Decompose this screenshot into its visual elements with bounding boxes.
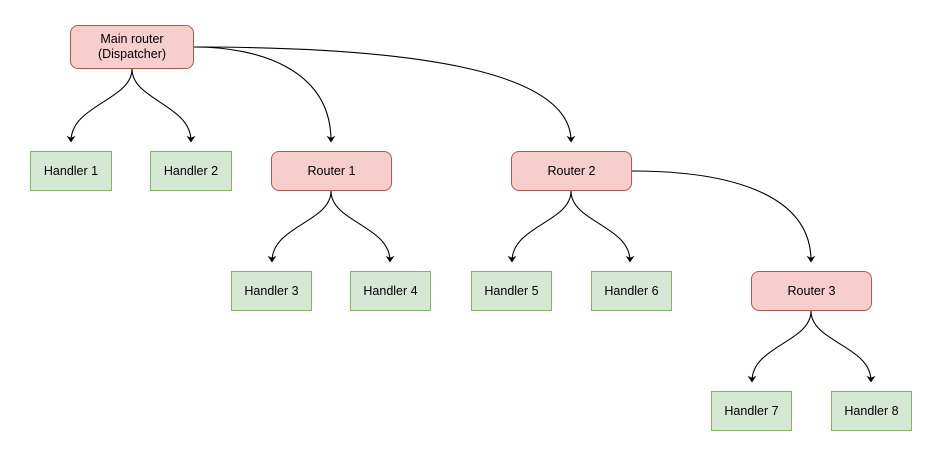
node-label-router-1: Router 1 [307,163,356,178]
edge-router-3-to-handler-7 [752,310,812,381]
node-handler-4[interactable]: Handler 4 [350,271,431,311]
node-main-router[interactable]: Main router (Dispatcher) [70,25,194,69]
node-handler-7[interactable]: Handler 7 [711,391,792,431]
node-handler-8[interactable]: Handler 8 [831,391,912,431]
edge-main-to-router-1 [193,46,331,141]
node-label-router-3: Router 3 [787,283,836,298]
edge-main-to-router-2 [193,46,571,141]
node-label-handler-6: Handler 6 [604,283,659,298]
edge-router-2-to-router-3 [631,170,811,261]
node-label-router-2: Router 2 [547,163,596,178]
edge-paths [71,46,871,381]
edge-router-1-to-handler-4 [330,190,390,261]
node-handler-1[interactable]: Handler 1 [30,151,112,191]
node-label-handler-1: Handler 1 [43,163,99,178]
node-handler-5[interactable]: Handler 5 [471,271,552,311]
node-label-handler-7: Handler 7 [724,403,779,418]
node-label-handler-5: Handler 5 [484,283,539,298]
node-label-handler-8: Handler 8 [844,403,899,418]
node-handler-6[interactable]: Handler 6 [591,271,672,311]
node-handler-3[interactable]: Handler 3 [231,271,312,311]
node-router-1[interactable]: Router 1 [271,151,392,191]
node-label-main-router: Main router (Dispatcher) [97,32,167,61]
node-handler-2[interactable]: Handler 2 [150,151,232,191]
edge-router-1-to-handler-3 [272,190,332,261]
edge-main-to-handler-2 [131,68,191,141]
edge-main-to-handler-1 [71,68,133,141]
node-label-handler-3: Handler 3 [244,283,299,298]
edge-router-3-to-handler-8 [810,310,871,381]
node-router-2[interactable]: Router 2 [511,151,632,191]
node-router-3[interactable]: Router 3 [751,271,872,311]
edge-router-2-to-handler-5 [512,190,572,261]
edge-router-2-to-handler-6 [570,190,630,261]
node-label-handler-4: Handler 4 [363,283,418,298]
node-label-handler-2: Handler 2 [163,163,219,178]
